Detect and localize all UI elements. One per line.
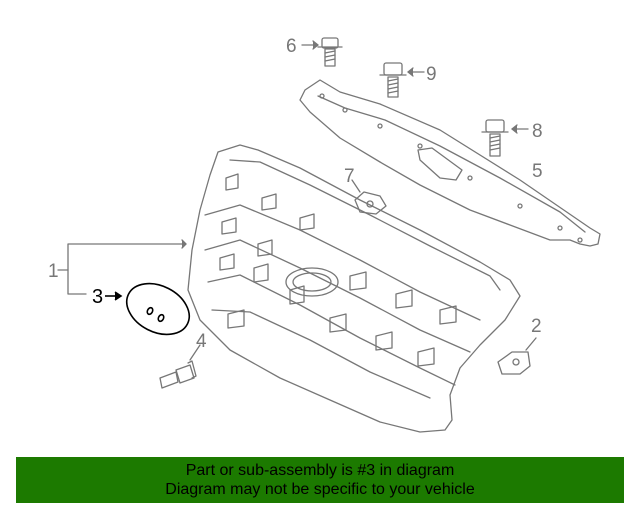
- part-3-emblem[interactable]: [105, 274, 198, 345]
- callout-7: 7: [344, 166, 355, 187]
- callout-9: 9: [426, 64, 437, 85]
- part-2-bracket: [497, 337, 537, 375]
- part-info-banner: Part or sub-assembly is #3 in diagram Di…: [16, 457, 624, 503]
- callout-1: 1: [48, 261, 59, 282]
- callout-5: 5: [532, 161, 543, 182]
- part-6-bolt: [301, 37, 343, 67]
- banner-line-2: Diagram may not be specific to your vehi…: [165, 481, 475, 498]
- part-4-pushpin: [159, 344, 201, 389]
- callout-8: 8: [532, 121, 543, 142]
- part-8-bolt: [481, 119, 529, 157]
- part-1-leader: [67, 243, 187, 295]
- part-5-upper-shield: [299, 79, 601, 247]
- callout-6: 6: [286, 36, 297, 57]
- callout-2: 2: [531, 316, 542, 337]
- part-1-grille: [187, 144, 521, 433]
- callout-3[interactable]: 3: [92, 286, 103, 308]
- callout-4: 4: [196, 331, 207, 352]
- banner-line-1: Part or sub-assembly is #3 in diagram: [185, 462, 455, 479]
- part-9-bolt: [379, 62, 425, 98]
